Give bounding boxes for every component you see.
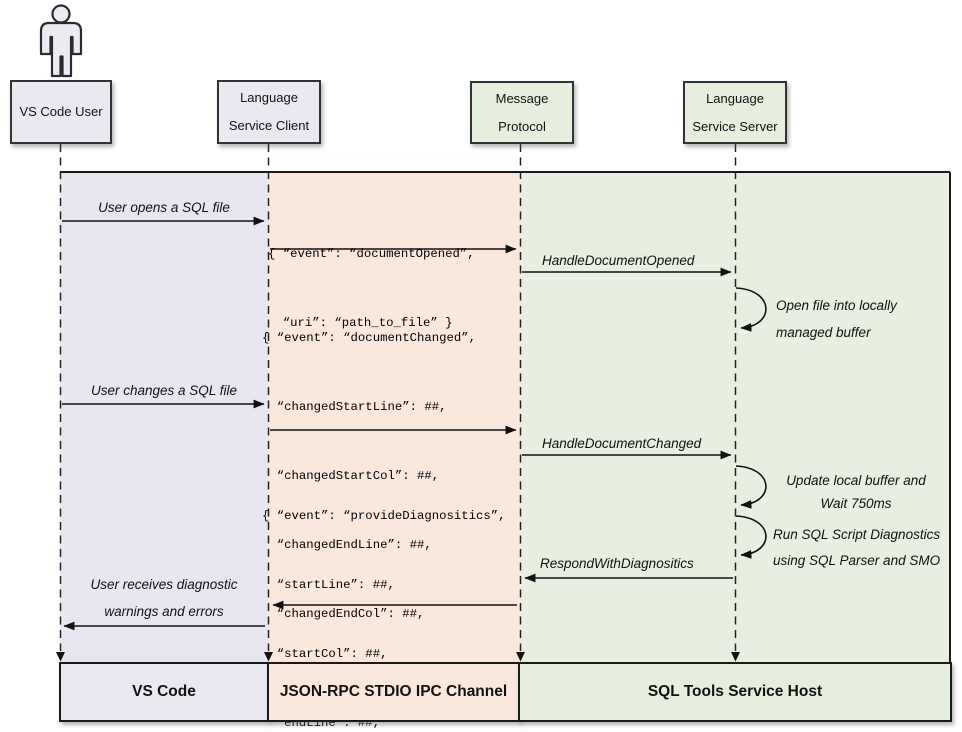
actor-label: Language <box>240 90 298 105</box>
actor-box-vscode-user: VS Code User <box>10 80 112 144</box>
bottom-box-label: SQL Tools Service Host <box>647 683 823 700</box>
bottom-box-vscode: VS Code <box>59 662 269 722</box>
actor-box-language-service-server: Language Service Server <box>683 81 787 144</box>
actor-label: VS Code User <box>19 104 103 119</box>
message-label-user-opens: User opens a SQL file <box>98 200 230 215</box>
lane-vscode <box>60 173 268 662</box>
message-label-handle-document-changed: HandleDocumentChanged <box>542 436 702 451</box>
actor-label: Service Client <box>228 118 310 133</box>
actor-box-message-protocol: Message Protocol <box>470 81 574 144</box>
bottom-box-jsonrpc-channel: JSON-RPC STDIO IPC Channel <box>267 662 520 722</box>
message-label-respond-with-diagnostics: RespondWithDiagnositics <box>540 556 694 571</box>
note-update-buffer: Update local buffer and Wait 750ms <box>786 473 926 511</box>
message-label-user-receives: User receives diagnostic warnings and er… <box>90 577 238 619</box>
payload-document-opened: { “event”: “documentOpened”, “uri”: “pat… <box>268 247 475 330</box>
actor-label: Language <box>706 90 764 106</box>
message-label-handle-document-opened: HandleDocumentOpened <box>542 253 695 268</box>
note-open-file: Open file into locally managed buffer <box>776 298 897 340</box>
bottom-box-sql-tools-service-host: SQL Tools Service Host <box>518 662 952 722</box>
bottom-box-label: JSON-RPC STDIO IPC Channel <box>279 683 508 700</box>
actor-box-language-service-client: Language Service Client <box>217 80 321 144</box>
bottom-box-label: VS Code <box>132 683 196 700</box>
lane-ipc-channel <box>268 173 520 662</box>
note-run-diagnostics: Run SQL Script Diagnostics using SQL Par… <box>773 527 941 568</box>
actor-label: Message <box>495 90 549 106</box>
actor-label: Protocol <box>498 118 546 134</box>
user-actor-icon <box>39 4 83 78</box>
actor-label: Service Server <box>692 118 778 134</box>
message-label-user-changes: User changes a SQL file <box>90 383 238 398</box>
lane-service-host <box>520 173 950 662</box>
